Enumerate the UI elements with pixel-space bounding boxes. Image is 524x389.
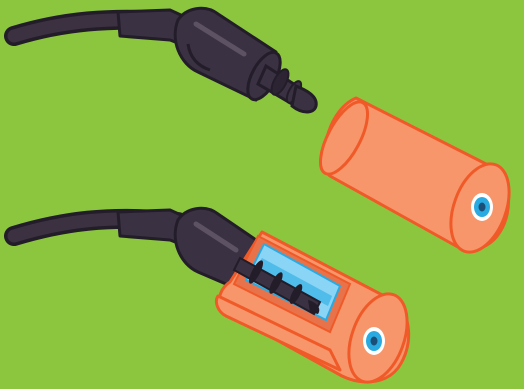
sleeve-hole-bottom <box>371 337 378 346</box>
sleeve-hole <box>479 203 486 212</box>
